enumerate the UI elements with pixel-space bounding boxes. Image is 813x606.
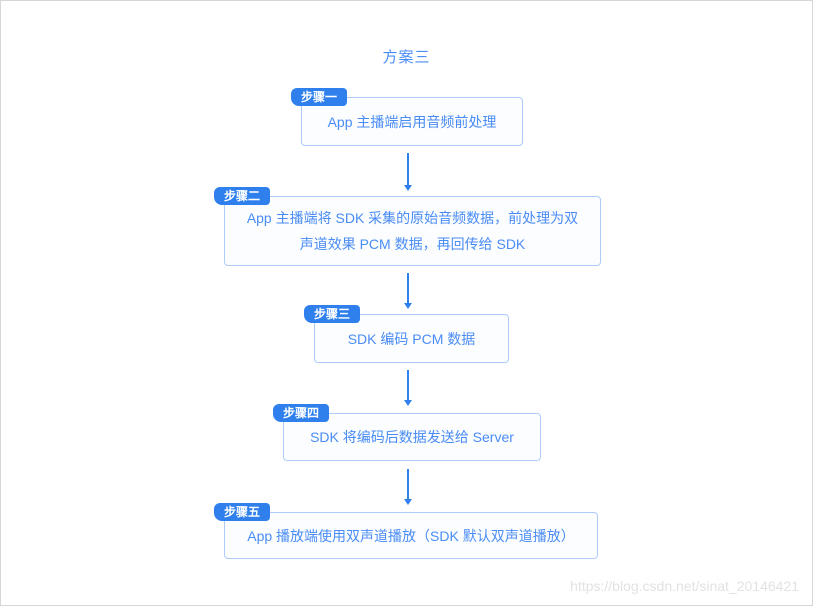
step-badge-4: 步骤四 xyxy=(273,404,330,422)
arrow-down-icon-1 xyxy=(404,153,412,191)
step-badge-5: 步骤五 xyxy=(214,503,271,521)
step-badge-2: 步骤二 xyxy=(214,187,271,205)
step-text-2: App 主播端将 SDK 采集的原始音频数据，前处理为双声道效果 PCM 数据，… xyxy=(246,210,579,252)
step-text-4: SDK 将编码后数据发送给 Server xyxy=(310,429,514,445)
watermark-url: https://blog.csdn.net/sinat_20146421 xyxy=(570,578,799,594)
step-box-3: 步骤三 SDK 编码 PCM 数据 xyxy=(304,305,509,363)
step-text-3: SDK 编码 PCM 数据 xyxy=(347,330,476,347)
step-text-1: App 主播端启用音频前处理 xyxy=(327,113,497,130)
diagram-title: 方案三 xyxy=(382,49,431,66)
step-badge-1: 步骤一 xyxy=(291,88,348,106)
step-box-2: 步骤二 App 主播端将 SDK 采集的原始音频数据，前处理为双声道效果 PCM… xyxy=(214,187,601,266)
arrow-down-icon-4 xyxy=(404,469,412,505)
step-box-4: 步骤四 SDK 将编码后数据发送给 Server xyxy=(273,404,541,461)
arrow-down-icon-3 xyxy=(404,370,412,406)
arrow-down-icon-2 xyxy=(404,273,412,309)
step-text-5: App 播放端使用双声道播放（SDK 默认双声道播放） xyxy=(247,527,575,544)
step-box-1: 步骤一 App 主播端启用音频前处理 xyxy=(291,88,523,146)
step-box-5: 步骤五 App 播放端使用双声道播放（SDK 默认双声道播放） xyxy=(214,503,598,559)
step-badge-3: 步骤三 xyxy=(304,305,361,323)
